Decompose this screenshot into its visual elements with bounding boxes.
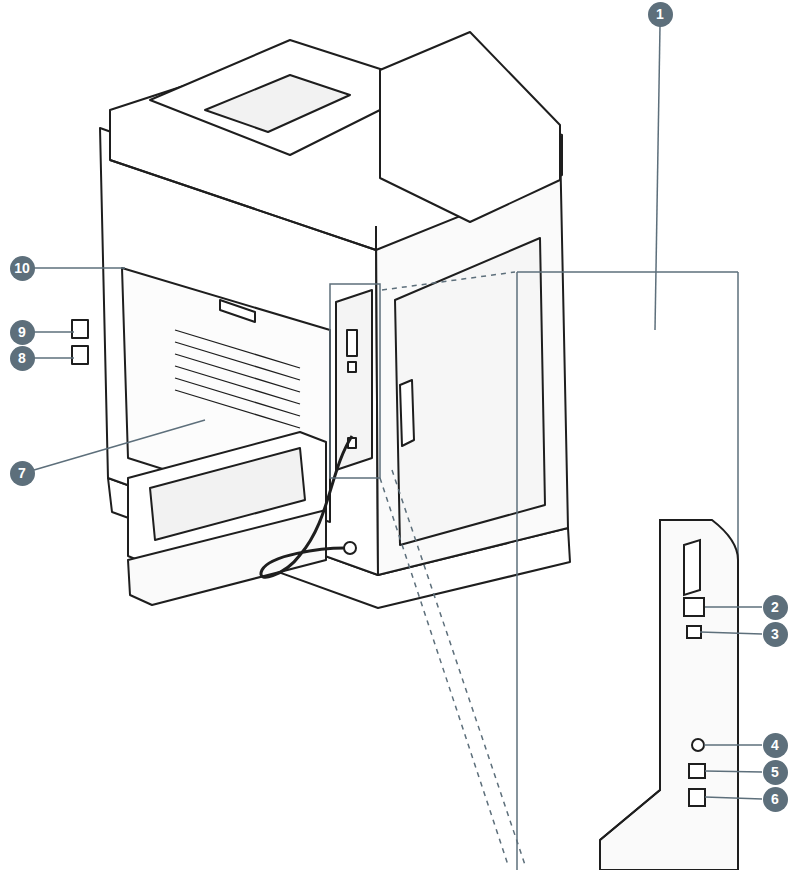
detail-panel bbox=[600, 520, 738, 870]
callout-number: 5 bbox=[763, 760, 788, 785]
port bbox=[347, 330, 357, 356]
callout-number: 6 bbox=[763, 787, 788, 812]
callout-number: 10 bbox=[10, 256, 35, 281]
scanner-edge bbox=[110, 160, 376, 250]
callout-number: 4 bbox=[763, 733, 788, 758]
callout-number: 8 bbox=[10, 346, 35, 371]
callout-number: 3 bbox=[763, 622, 788, 647]
callout-number: 9 bbox=[10, 320, 35, 345]
side-cover bbox=[395, 238, 545, 545]
vent-lines bbox=[175, 330, 300, 428]
paper-guide bbox=[205, 75, 350, 132]
cable bbox=[261, 436, 352, 577]
power-switch bbox=[72, 320, 88, 338]
connector-panel bbox=[336, 290, 372, 470]
power-socket bbox=[72, 346, 88, 364]
callout-number: 2 bbox=[763, 595, 788, 620]
callout-number: 7 bbox=[10, 461, 35, 486]
side-handle bbox=[400, 380, 414, 446]
callout-number: 1 bbox=[648, 2, 673, 27]
rear-cover-latch bbox=[220, 300, 255, 322]
adf-cover bbox=[380, 32, 560, 222]
detail-frame bbox=[330, 272, 738, 870]
leader-lines bbox=[34, 26, 762, 799]
port bbox=[348, 362, 356, 372]
cable-socket bbox=[344, 542, 356, 554]
